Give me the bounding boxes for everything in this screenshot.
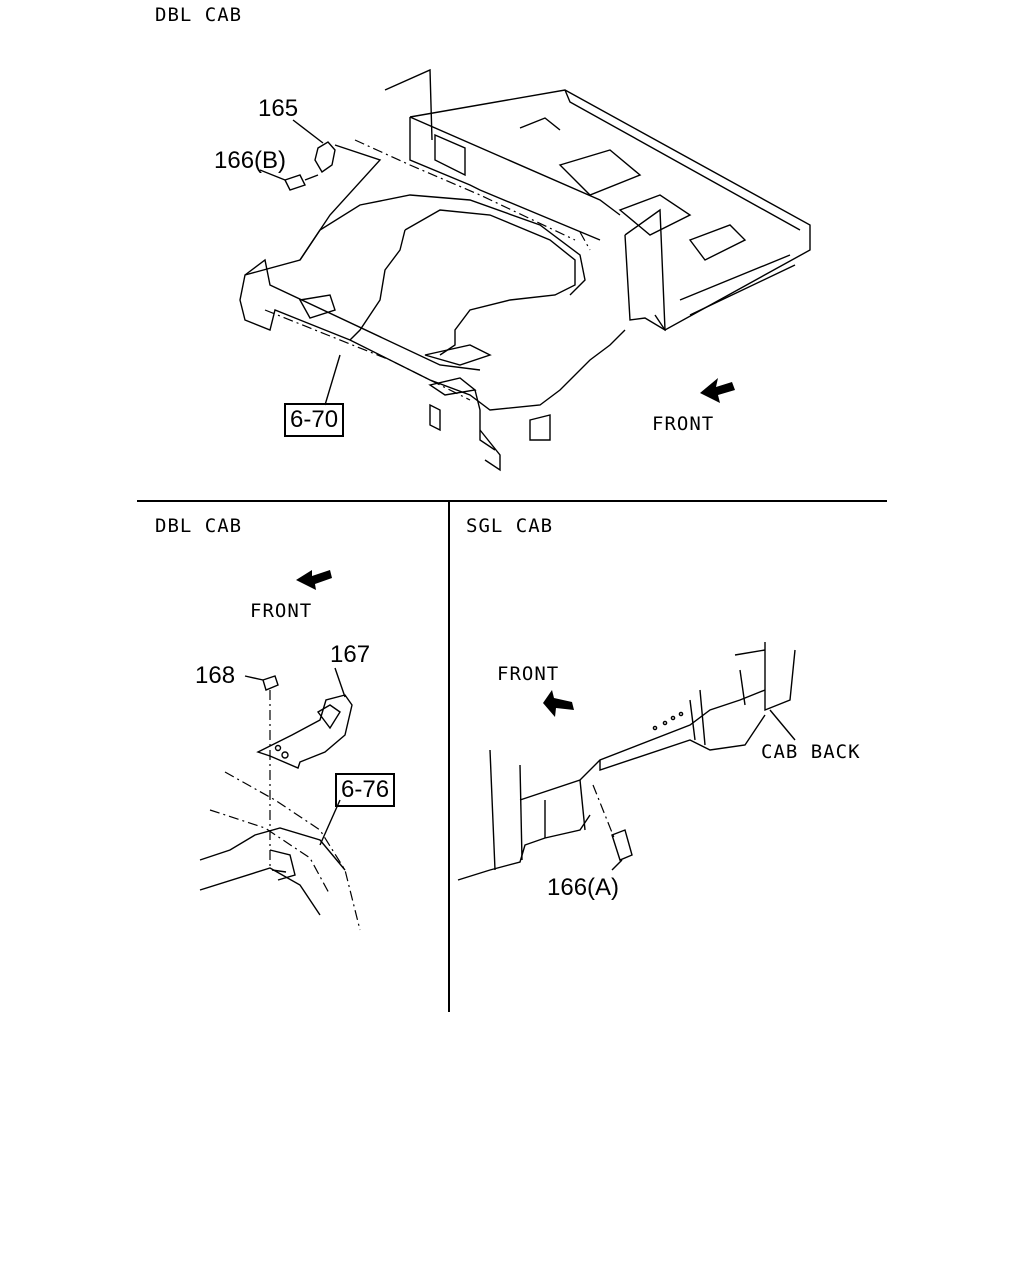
- part-number-167: 167: [330, 641, 371, 668]
- part-168-nut: [244, 675, 279, 691]
- panel-title-bottom-right: SGL CAB: [466, 515, 554, 537]
- leader-6-70: [324, 354, 341, 406]
- part-167-bracket: [256, 667, 353, 769]
- part-number-166a: 166(A): [547, 874, 620, 901]
- cab-back-label: CAB BACK: [761, 741, 861, 763]
- cab-floor-assembly-illustration: [239, 68, 811, 472]
- front-label-top: FRONT: [652, 413, 715, 435]
- front-arrow-icon: [543, 690, 574, 717]
- single-cab-rear-illustration: [457, 642, 796, 881]
- part-number-165: 165: [258, 95, 299, 122]
- leader-6-76: [319, 799, 341, 846]
- front-label-bottom-left: FRONT: [250, 600, 313, 622]
- front-arrow-icon: [296, 570, 332, 590]
- part-166b-bolt: [259, 169, 319, 191]
- front-arrow-icon: [700, 378, 735, 403]
- part-166a-bolt: [592, 784, 633, 871]
- reference-box-6-70[interactable]: 6-70: [284, 403, 345, 437]
- part-number-168: 168: [195, 662, 236, 689]
- part-number-166b: 166(B): [214, 147, 287, 174]
- reference-box-6-76[interactable]: 6-76: [335, 773, 396, 807]
- panel-title-top: DBL CAB: [155, 4, 243, 26]
- front-label-bottom-right: FRONT: [497, 663, 560, 685]
- part-165-bracket: [292, 119, 336, 174]
- panel-title-bottom-left: DBL CAB: [155, 515, 243, 537]
- body-panel-detail: [199, 771, 361, 931]
